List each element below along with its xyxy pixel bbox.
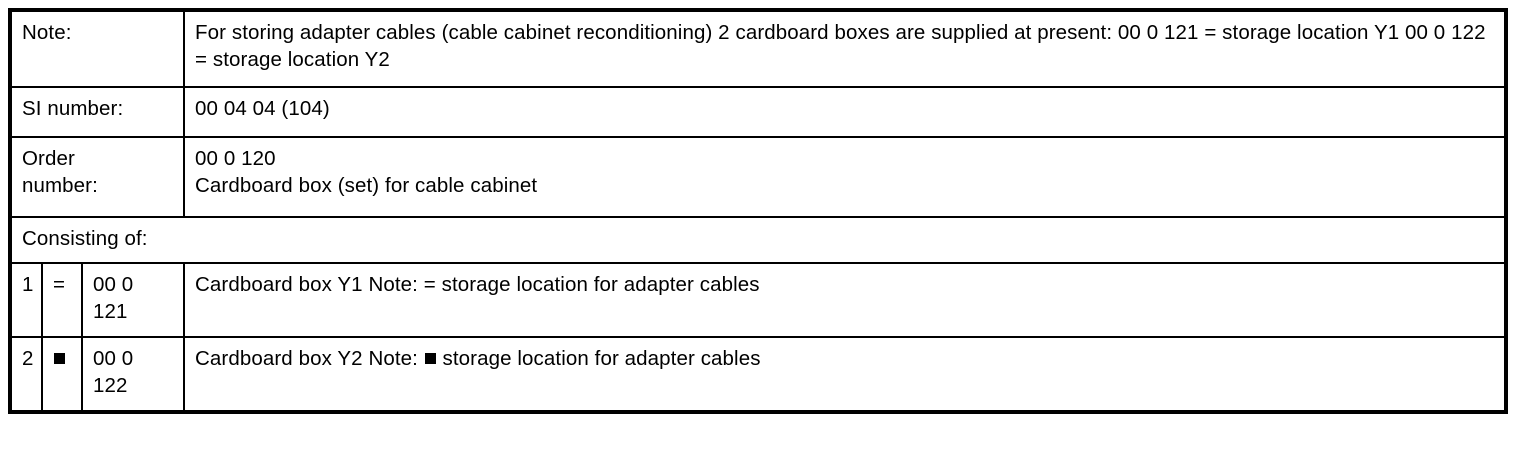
item-description: Cardboard box Y2 Note: storage location … xyxy=(183,336,1507,413)
table-row-si-number: SI number: 00 04 04 (104) xyxy=(8,86,1507,138)
item-marker: = xyxy=(41,262,83,338)
item-description-after: storage location for adapter cables xyxy=(441,273,760,296)
order-number-label: Order number: xyxy=(8,136,186,218)
item-description-before: Cardboard box Y2 Note: xyxy=(195,347,424,370)
note-label: Note: xyxy=(8,9,186,88)
equals-marker-icon: = xyxy=(423,273,436,296)
order-number-value-line-1: 00 0 120 xyxy=(195,147,276,170)
item-part-number-line-2: 122 xyxy=(93,374,128,398)
order-number-value: 00 0 120 Cardboard box (set) for cable c… xyxy=(183,136,1507,218)
item-description-before: Cardboard box Y1 Note: xyxy=(195,273,424,296)
filled-square-marker-icon xyxy=(54,353,65,365)
service-information-table: Note: For storing adapter cables (cable … xyxy=(8,8,1508,414)
order-number-label-line-1: Order xyxy=(22,147,75,170)
si-number-value: 00 04 04 (104) xyxy=(183,86,1507,138)
order-number-label-line-2: number: xyxy=(22,174,98,198)
table-row: 1 = 00 0 121 Cardboard box Y1 Note: = st… xyxy=(9,262,1507,338)
note-text: For storing adapter cables (cable cabine… xyxy=(183,9,1507,88)
item-part-number-line-1: 00 0 xyxy=(93,347,134,370)
item-part-number: 00 0 121 xyxy=(80,262,186,338)
table-row: 2 00 0 122 Cardboard box Y2 Note: storag… xyxy=(9,336,1507,413)
item-marker xyxy=(41,336,83,413)
table-row-note: Note: For storing adapter cables (cable … xyxy=(8,9,1507,88)
consisting-of-label: Consisting of: xyxy=(9,216,1507,264)
item-description-after: storage location for adapter cables xyxy=(436,347,761,370)
table-body: Note: For storing adapter cables (cable … xyxy=(8,9,1507,413)
si-number-label: SI number: xyxy=(8,86,186,138)
filled-square-marker-icon xyxy=(424,353,436,365)
table-row-order-number: Order number: 00 0 120 Cardboard box (se… xyxy=(8,136,1507,218)
item-position: 1 xyxy=(9,262,43,338)
item-part-number: 00 0 122 xyxy=(80,336,186,413)
item-description: Cardboard box Y1 Note: = storage locatio… xyxy=(183,262,1507,338)
equals-marker-icon: = xyxy=(53,273,66,296)
item-part-number-line-1: 00 0 xyxy=(93,273,134,296)
order-number-value-line-2: Cardboard box (set) for cable cabinet xyxy=(195,174,538,198)
table-row-consisting-of: Consisting of: xyxy=(9,216,1507,264)
item-position: 2 xyxy=(9,336,43,413)
item-part-number-line-2: 121 xyxy=(93,300,128,324)
